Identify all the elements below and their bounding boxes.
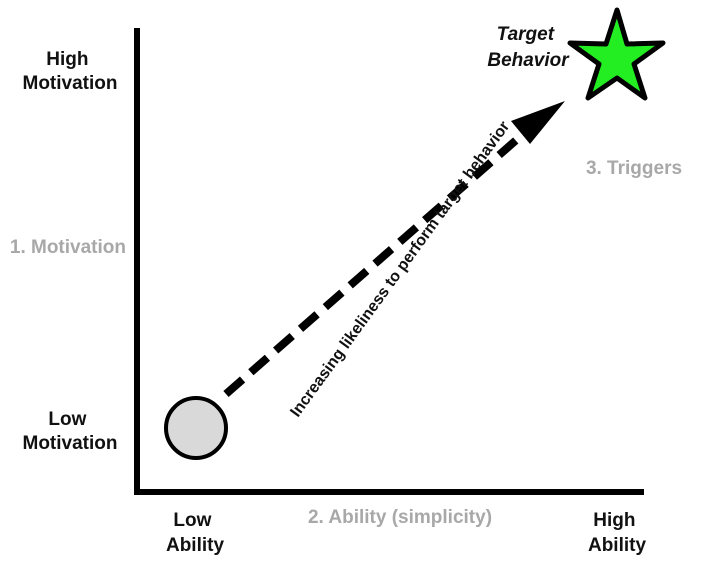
start-circle: [164, 396, 228, 460]
y-axis-low-line2: Motivation: [23, 433, 118, 454]
triggers-label: 3. Triggers: [586, 158, 682, 179]
x-axis-low-line1: Low: [173, 510, 211, 531]
y-axis-high-label: High Motivation: [23, 49, 118, 94]
target-behavior-label: Target Behavior: [487, 24, 570, 71]
x-axis-high-label: High Ability: [588, 510, 646, 556]
y-axis-motivation-label: 1. Motivation: [10, 237, 126, 258]
x-axis-low-line2: Ability: [166, 535, 224, 556]
x-axis-high-line2: Ability: [588, 535, 646, 556]
y-axis-low-label: Low Motivation: [23, 409, 118, 454]
x-axis-low-label: Low Ability: [166, 510, 224, 556]
x-axis-high-line1: High: [593, 510, 635, 531]
target-star-icon: [567, 7, 666, 101]
arrow-label: Increasing likeliness to perform target …: [287, 118, 513, 420]
target-behavior-line2: Behavior: [487, 50, 570, 71]
x-axis-ability-label: 2. Ability (simplicity): [308, 507, 492, 528]
y-axis-high-line2: Motivation: [23, 73, 118, 94]
likeliness-arrow-head: [511, 101, 565, 144]
likeliness-arrow-shaft: [223, 124, 533, 398]
y-axis-high-line1: High: [46, 49, 88, 70]
y-axis-low-line1: Low: [48, 409, 86, 430]
target-behavior-line1: Target: [497, 24, 555, 45]
